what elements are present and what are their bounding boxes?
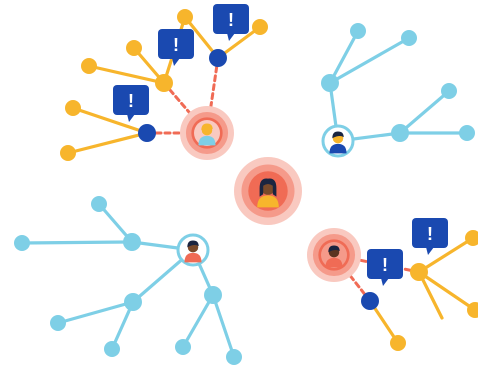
svg-text:!: ! bbox=[173, 35, 179, 55]
center-person-avatar bbox=[257, 178, 279, 208]
orange-node bbox=[390, 335, 406, 351]
edge bbox=[87, 64, 166, 85]
cyan-node bbox=[175, 339, 191, 355]
navy-node bbox=[361, 292, 379, 310]
edge bbox=[20, 240, 134, 245]
hubs-layer bbox=[176, 106, 361, 282]
cyan-node bbox=[321, 74, 339, 92]
navy-node bbox=[209, 49, 227, 67]
edge bbox=[417, 236, 475, 274]
orange-node bbox=[126, 40, 142, 56]
edge bbox=[398, 89, 451, 135]
cyan-node bbox=[350, 23, 366, 39]
edge bbox=[417, 270, 477, 312]
cyan-node bbox=[204, 286, 222, 304]
nodes-layer bbox=[14, 9, 478, 365]
svg-text:!: ! bbox=[228, 10, 234, 30]
person-icon-bottom-right bbox=[325, 245, 343, 268]
alert-icon: ! bbox=[213, 4, 249, 41]
cyan-node bbox=[50, 315, 66, 331]
orange-node bbox=[465, 230, 478, 246]
orange-node bbox=[81, 58, 97, 74]
edge bbox=[66, 131, 149, 155]
cyan-node bbox=[459, 125, 475, 141]
orange-node bbox=[252, 19, 268, 35]
edge bbox=[181, 293, 215, 349]
person-icon-bottom-left bbox=[184, 240, 202, 263]
orange-node bbox=[410, 263, 428, 281]
edge bbox=[328, 36, 411, 85]
cyan-node bbox=[91, 196, 107, 212]
orange-node bbox=[65, 100, 81, 116]
edge bbox=[56, 300, 135, 325]
person-icon-top-right bbox=[329, 131, 347, 154]
edge bbox=[328, 29, 360, 85]
alert-icon: ! bbox=[113, 85, 149, 122]
alert-icon: ! bbox=[158, 29, 194, 66]
edge bbox=[71, 106, 149, 135]
person-icon-top-left bbox=[198, 123, 216, 146]
alerts-layer: !!!!! bbox=[113, 4, 448, 286]
orange-node bbox=[155, 74, 173, 92]
cyan-node bbox=[124, 293, 142, 311]
orange-node bbox=[467, 302, 478, 318]
orange-node bbox=[60, 145, 76, 161]
svg-text:!: ! bbox=[427, 224, 433, 244]
navy-node bbox=[138, 124, 156, 142]
edge bbox=[211, 293, 236, 359]
cyan-node bbox=[401, 30, 417, 46]
cyan-node bbox=[226, 349, 242, 365]
cyan-node bbox=[441, 83, 457, 99]
cyan-node bbox=[391, 124, 409, 142]
alert-icon: ! bbox=[412, 218, 448, 255]
cyan-node bbox=[123, 233, 141, 251]
orange-node bbox=[177, 9, 193, 25]
edges-layer bbox=[20, 15, 477, 359]
svg-text:!: ! bbox=[382, 255, 388, 275]
alert-icon: ! bbox=[367, 249, 403, 286]
cyan-node bbox=[14, 235, 30, 251]
cyan-node bbox=[104, 341, 120, 357]
svg-text:!: ! bbox=[128, 91, 134, 111]
